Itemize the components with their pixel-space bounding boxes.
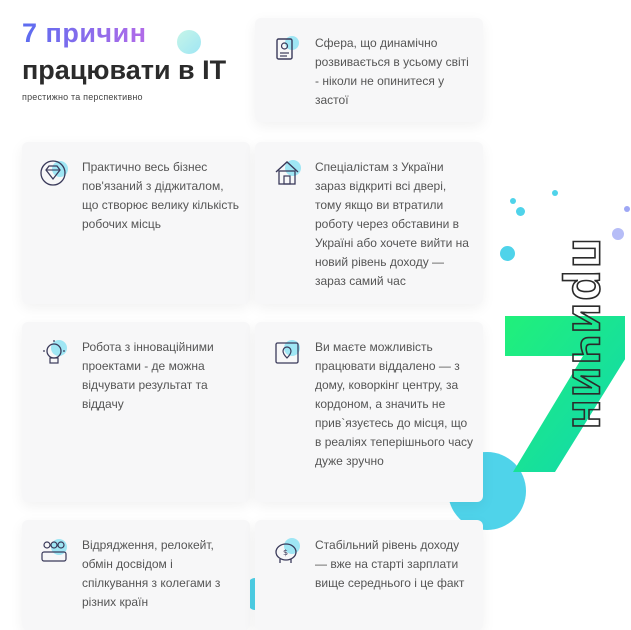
page-subtitle: престижно та перспективно [22,92,143,102]
decorative-dot [510,198,516,204]
reason-text: Стабільний рівень доходу — вже на старті… [315,538,465,590]
decorative-dot [552,190,558,196]
diamond-icon [40,160,68,186]
big-seven-shape [505,316,625,472]
lightbulb-icon [43,340,67,364]
decorative-dot [500,246,515,261]
decorative-dot [612,228,624,240]
reason-card: Ви маєте можливість працювати віддалено … [255,322,483,502]
decorative-circle [177,30,201,54]
reason-text: Сфера, що динамічно розвивається в усьом… [315,36,469,107]
reason-text: Ви маєте можливість працювати віддалено … [315,340,474,468]
map-pin-icon [275,340,300,364]
decorative-dot [624,206,630,212]
house-icon [275,160,301,185]
team-icon [41,539,67,562]
reason-text: Робота з інноваційними проектами - де мо… [82,340,214,411]
reason-text: Практично весь бізнес пов'язаний з діджи… [82,160,240,231]
reason-card: Практично весь бізнес пов'язаний з діджи… [22,142,250,304]
decorative-seven-prychyn: 7 причин [505,238,625,472]
decorative-dot [516,207,525,216]
piggy-bank-icon: $ [275,538,300,563]
reason-card: Спеціалістам з України зараз відкриті вс… [255,142,483,304]
reason-text: Відрядження, релокейт, обмін досвідом і … [82,538,221,609]
reason-card: Сфера, що динамічно розвивається в усьом… [255,18,483,122]
reason-text: Спеціалістам з України зараз відкриті вс… [315,160,469,288]
page-title-accent: 7 причин [22,18,147,48]
reason-card: $ Стабільний рівень доходу — вже на стар… [255,520,483,630]
big-word-text: причин [562,238,618,431]
reason-card: Робота з інноваційними проектами - де мо… [22,322,250,502]
reason-card: Відрядження, релокейт, обмін досвідом і … [22,520,250,630]
svg-text:$: $ [283,548,288,557]
settings-document-icon [276,36,299,60]
page-title: працювати в IT [22,55,227,85]
